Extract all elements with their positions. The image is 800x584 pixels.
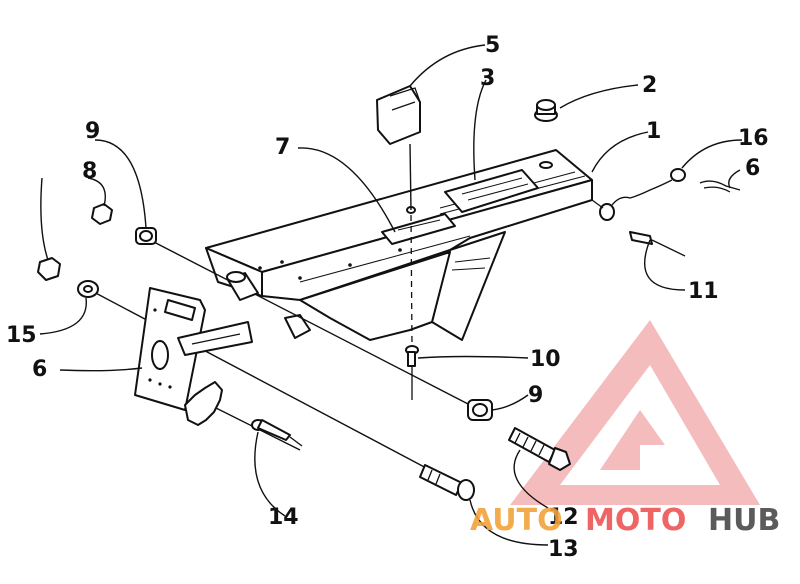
watermark-triangle-inner (600, 410, 665, 470)
callout-16: 16 (738, 126, 769, 151)
spring-link (611, 168, 686, 206)
nut-lower (37, 257, 61, 281)
callout-labels: 5 3 2 1 16 6 7 9 8 11 15 6 10 9 12 14 13 (6, 33, 769, 562)
callout-11: 11 (688, 279, 719, 304)
main-bracket (205, 149, 593, 341)
callout-9-top: 9 (85, 119, 100, 144)
callout-8: 8 (82, 159, 97, 184)
decal-large (444, 169, 539, 213)
nut-upper (91, 203, 113, 225)
spacer-tube (226, 271, 259, 301)
callout-10: 10 (530, 347, 561, 372)
cotter-pin (699, 180, 741, 193)
callout-12: 12 (548, 505, 579, 530)
callout-4: 5 (485, 33, 500, 58)
callout-3: 3 (480, 66, 495, 91)
watermark-auto: AUTO (470, 503, 563, 538)
callout-2: 2 (642, 73, 657, 98)
callout-5: 6 (745, 156, 760, 181)
callout-1: 1 (646, 119, 661, 144)
leader-lines (39, 44, 743, 546)
grommet (534, 99, 558, 169)
bolt-round (419, 464, 475, 501)
watermark-triangle (510, 320, 760, 505)
decal-small (381, 213, 456, 245)
watermark-logo (510, 320, 760, 505)
rivet-small (251, 419, 303, 447)
callout-7: 7 (275, 135, 290, 160)
bolt-hex (508, 427, 571, 471)
washer (77, 280, 99, 298)
bushing-lower (467, 399, 493, 421)
cable-end (591, 199, 686, 257)
watermark-wordmark: AUTO MOTO HUB (470, 503, 780, 538)
callout-15: 15 (6, 323, 37, 348)
callout-13: 13 (548, 537, 579, 562)
rivet (405, 345, 419, 400)
watermark-moto: MOTO (585, 503, 686, 538)
watermark-hub: HUB (708, 503, 780, 538)
gear-plate (184, 381, 223, 426)
callout-9-bottom: 9 (528, 383, 543, 408)
bushing-upper (135, 227, 157, 245)
mounting-plate (134, 287, 253, 411)
callout-14: 14 (268, 505, 299, 530)
callout-6: 6 (32, 357, 47, 382)
